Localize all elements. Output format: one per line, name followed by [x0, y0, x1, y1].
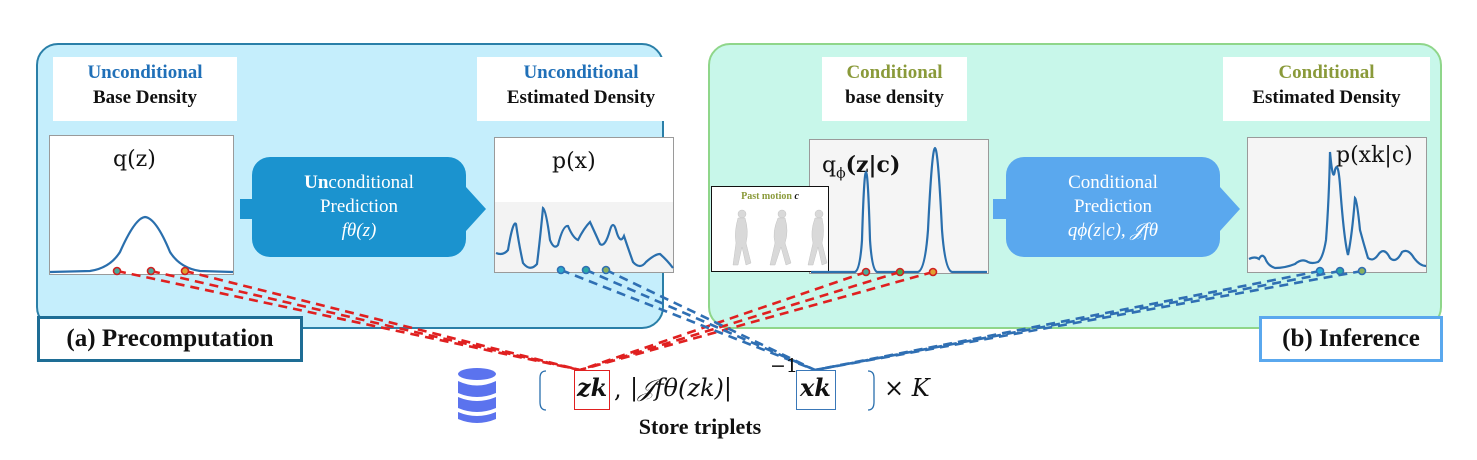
x-term-box: xk — [796, 370, 836, 410]
pred-a-line3: fθ(z) — [341, 220, 377, 241]
conditional-base-density-plot — [809, 139, 989, 274]
estimated-density-curve — [495, 206, 674, 269]
unconditional-base-density-title: Unconditional Base Density — [53, 57, 237, 121]
x-sample-dot — [1315, 266, 1325, 276]
blue-dashed-connectors — [560, 268, 1363, 372]
z-sample-dot — [861, 267, 871, 277]
separator: , — [614, 375, 622, 403]
pred-b-line1: Conditional — [1068, 172, 1158, 193]
label-main: q — [822, 153, 837, 178]
conditional-estimated-density-curve — [1248, 151, 1427, 270]
title-colored: Conditional — [1278, 62, 1375, 83]
red-connector — [184, 269, 581, 372]
database-icon — [458, 368, 496, 423]
z-sample-dot — [180, 266, 190, 276]
title-plain: Estimated Density — [506, 87, 656, 108]
arrow-head-a — [466, 187, 486, 231]
multiplier: × K — [884, 374, 930, 402]
conditional-base-density-label: qϕ(z|c) — [822, 152, 900, 181]
pred-a-line2: Prediction — [319, 196, 399, 217]
arrow-tail-b — [993, 199, 1007, 219]
blue-connector — [814, 269, 1363, 372]
title-plain: base density — [845, 87, 944, 108]
store-triplets-caption: Store triplets — [638, 414, 762, 439]
estimated-density-label: p(x) — [552, 149, 596, 174]
blue-connector — [560, 268, 816, 372]
z-term: zk — [577, 373, 608, 402]
z-sample-dot — [146, 266, 156, 276]
red-dashed-connectors — [116, 269, 934, 372]
pred-b-line3: qϕ(z|c), 𝒥fθ — [1067, 220, 1159, 241]
past-motion-image: Past motion c — [711, 186, 829, 272]
label-args: (z|c) — [845, 152, 901, 178]
conditional-estimated-density-label: p(xk|c) — [1336, 143, 1413, 168]
base-density-plot — [49, 135, 234, 275]
precomputation-stage-label: (a) Precomputation — [37, 316, 303, 362]
z-sample-dot — [928, 267, 938, 277]
conditional-prediction-box: Conditional Prediction qϕ(z|c), 𝒥fθ — [1006, 157, 1220, 257]
unconditional-estimated-density-title: Unconditional Estimated Density — [477, 57, 685, 121]
arrow-tail-a — [240, 199, 254, 219]
conditional-estimated-density-plot — [1247, 137, 1427, 273]
z-sample-dot — [112, 266, 122, 276]
x-sample-dot — [601, 265, 611, 275]
past-motion-caption: Past motion c — [712, 191, 828, 202]
pred-b-line2: Prediction — [1073, 196, 1153, 217]
sample-dots — [112, 265, 1367, 277]
jacobian-term: |𝒥fθ(zk)| — [630, 374, 732, 402]
arrow-head-b — [1220, 187, 1240, 231]
red-connector — [579, 270, 867, 372]
pred-a-bold: Un — [304, 172, 329, 193]
inference-stage-label: (b) Inference — [1259, 316, 1443, 362]
x-sample-dot — [1357, 266, 1367, 276]
x-sample-dot — [556, 265, 566, 275]
walking-figures-icon — [732, 209, 828, 266]
z-sample-dot — [895, 267, 905, 277]
base-density-curve — [49, 215, 234, 274]
red-connector — [579, 270, 934, 372]
conditional-estimated-density-title: Conditional Estimated Density — [1223, 57, 1430, 121]
label-sub: ϕ — [836, 165, 846, 182]
jacobian-exponent: −1 — [770, 355, 799, 377]
right-bracket — [867, 370, 875, 411]
title-colored: Conditional — [846, 62, 943, 83]
x-sample-dot — [581, 265, 591, 275]
pred-a-rest: conditional — [328, 172, 414, 193]
title-plain: Estimated Density — [1252, 87, 1401, 108]
unconditional-prediction-box: Unconditional Prediction fθ(z) — [252, 157, 466, 257]
blue-connector — [605, 268, 816, 372]
past-motion-var: c — [794, 191, 799, 202]
z-term-box: zk — [574, 370, 610, 410]
title-plain: Base Density — [93, 87, 197, 108]
title-colored: Unconditional — [523, 62, 639, 83]
red-connector — [150, 269, 581, 372]
base-density-label: q(z) — [113, 147, 156, 172]
estimated-density-plot — [494, 137, 674, 273]
conditional-base-density-title: Conditional base density — [822, 57, 967, 121]
conditional-base-density-curve — [811, 146, 987, 274]
red-connector — [579, 270, 901, 372]
x-sample-dot — [1335, 266, 1345, 276]
blue-connector — [585, 268, 816, 372]
x-term: xk — [800, 373, 831, 402]
left-bracket — [539, 370, 547, 411]
title-colored: Unconditional — [87, 62, 203, 83]
past-motion-label: Past motion — [741, 191, 792, 202]
